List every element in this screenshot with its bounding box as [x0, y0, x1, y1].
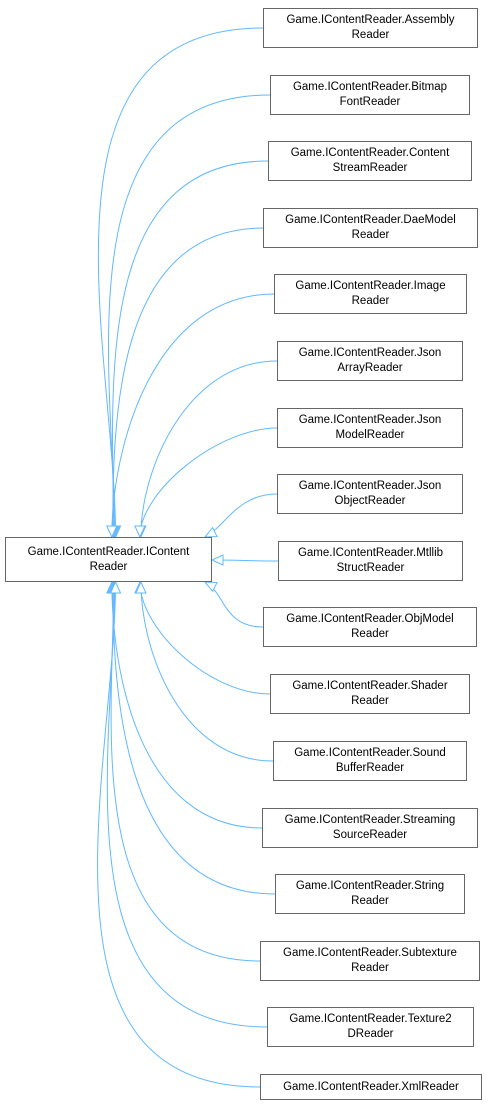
derived-class-label: Game.IContentReader.Json ObjectReader: [298, 480, 442, 507]
inheritance-arrowhead: [203, 581, 218, 593]
derived-class-label: Game.IContentReader.Subtexture Reader: [283, 947, 457, 974]
inheritance-edge: [111, 581, 263, 829]
inheritance-edge: [204, 493, 278, 538]
derived-class-label: Game.IContentReader.ObjModel Reader: [286, 613, 454, 640]
inheritance-edge: [112, 227, 264, 538]
derived-class-label: Game.IContentReader.Assembly Reader: [286, 14, 455, 41]
derived-class-node[interactable]: Game.IContentReader.Shader Reader: [270, 674, 470, 714]
derived-class-label: Game.IContentReader.Content StreamReader: [290, 147, 450, 174]
inheritance-edge: [112, 160, 269, 538]
derived-class-node[interactable]: Game.IContentReader.ObjModel Reader: [263, 607, 477, 647]
derived-class-label: Game.IContentReader.String Reader: [295, 880, 445, 907]
derived-class-node[interactable]: Game.IContentReader.Json ObjectReader: [277, 474, 463, 514]
derived-class-node[interactable]: Game.IContentReader.Json ArrayReader: [277, 341, 463, 381]
derived-class-node[interactable]: Game.IContentReader.Texture2 DReader: [267, 1007, 474, 1047]
derived-class-label: Game.IContentReader.Bitmap FontReader: [292, 81, 448, 108]
inheritance-arrowhead: [135, 580, 147, 594]
derived-class-node[interactable]: Game.IContentReader.String Reader: [275, 874, 465, 914]
derived-class-label: Game.IContentReader.Json ArrayReader: [298, 347, 442, 374]
derived-class-node[interactable]: Game.IContentReader.DaeModel Reader: [263, 208, 478, 248]
inheritance-edge: [139, 581, 271, 695]
inheritance-edge: [111, 293, 275, 538]
derived-class-label: Game.IContentReader.Texture2 DReader: [289, 1013, 452, 1040]
derived-class-label: Game.IContentReader.Image Reader: [295, 280, 446, 307]
inheritance-edge: [139, 427, 278, 538]
derived-class-label: Game.IContentReader.Json ModelReader: [298, 414, 442, 441]
derived-class-label: Game.IContentReader.DaeModel Reader: [285, 214, 456, 241]
inheritance-edge: [112, 581, 276, 895]
inheritance-arrowhead: [106, 525, 118, 539]
inheritance-edge: [110, 581, 261, 962]
inheritance-edge: [97, 581, 261, 1088]
inheritance-edge: [97, 27, 264, 538]
derived-class-label: Game.IContentReader.Mtllib StructReader: [297, 547, 444, 574]
derived-class-label: Game.IContentReader.Sound BufferReader: [294, 747, 446, 774]
inheritance-arrowhead: [203, 526, 218, 538]
inheritance-arrowhead: [210, 554, 224, 566]
derived-class-node[interactable]: Game.IContentReader.Sound BufferReader: [273, 741, 467, 781]
derived-class-label: Game.IContentReader.XmlReader: [283, 1080, 459, 1093]
inheritance-edge: [140, 581, 274, 762]
derived-class-label: Game.IContentReader.Streaming SourceRead…: [284, 814, 456, 841]
derived-class-node[interactable]: Game.IContentReader.XmlReader: [260, 1074, 482, 1100]
derived-class-node[interactable]: Game.IContentReader.Subtexture Reader: [260, 941, 480, 981]
derived-class-node[interactable]: Game.IContentReader.Assembly Reader: [263, 8, 478, 48]
derived-class-node[interactable]: Game.IContentReader.Mtllib StructReader: [278, 541, 463, 581]
inheritance-edge: [140, 360, 278, 538]
inheritance-arrowhead: [134, 525, 146, 539]
derived-class-node[interactable]: Game.IContentReader.Bitmap FontReader: [270, 75, 470, 115]
derived-class-node[interactable]: Game.IContentReader.Streaming SourceRead…: [262, 808, 478, 848]
inheritance-edge: [108, 94, 271, 538]
derived-class-node[interactable]: Game.IContentReader.Content StreamReader: [268, 141, 472, 181]
inheritance-arrowhead: [109, 580, 122, 594]
derived-class-label: Game.IContentReader.Shader Reader: [292, 680, 448, 707]
derived-class-node[interactable]: Game.IContentReader.Json ModelReader: [277, 408, 463, 448]
derived-class-node[interactable]: Game.IContentReader.Image Reader: [274, 274, 467, 314]
